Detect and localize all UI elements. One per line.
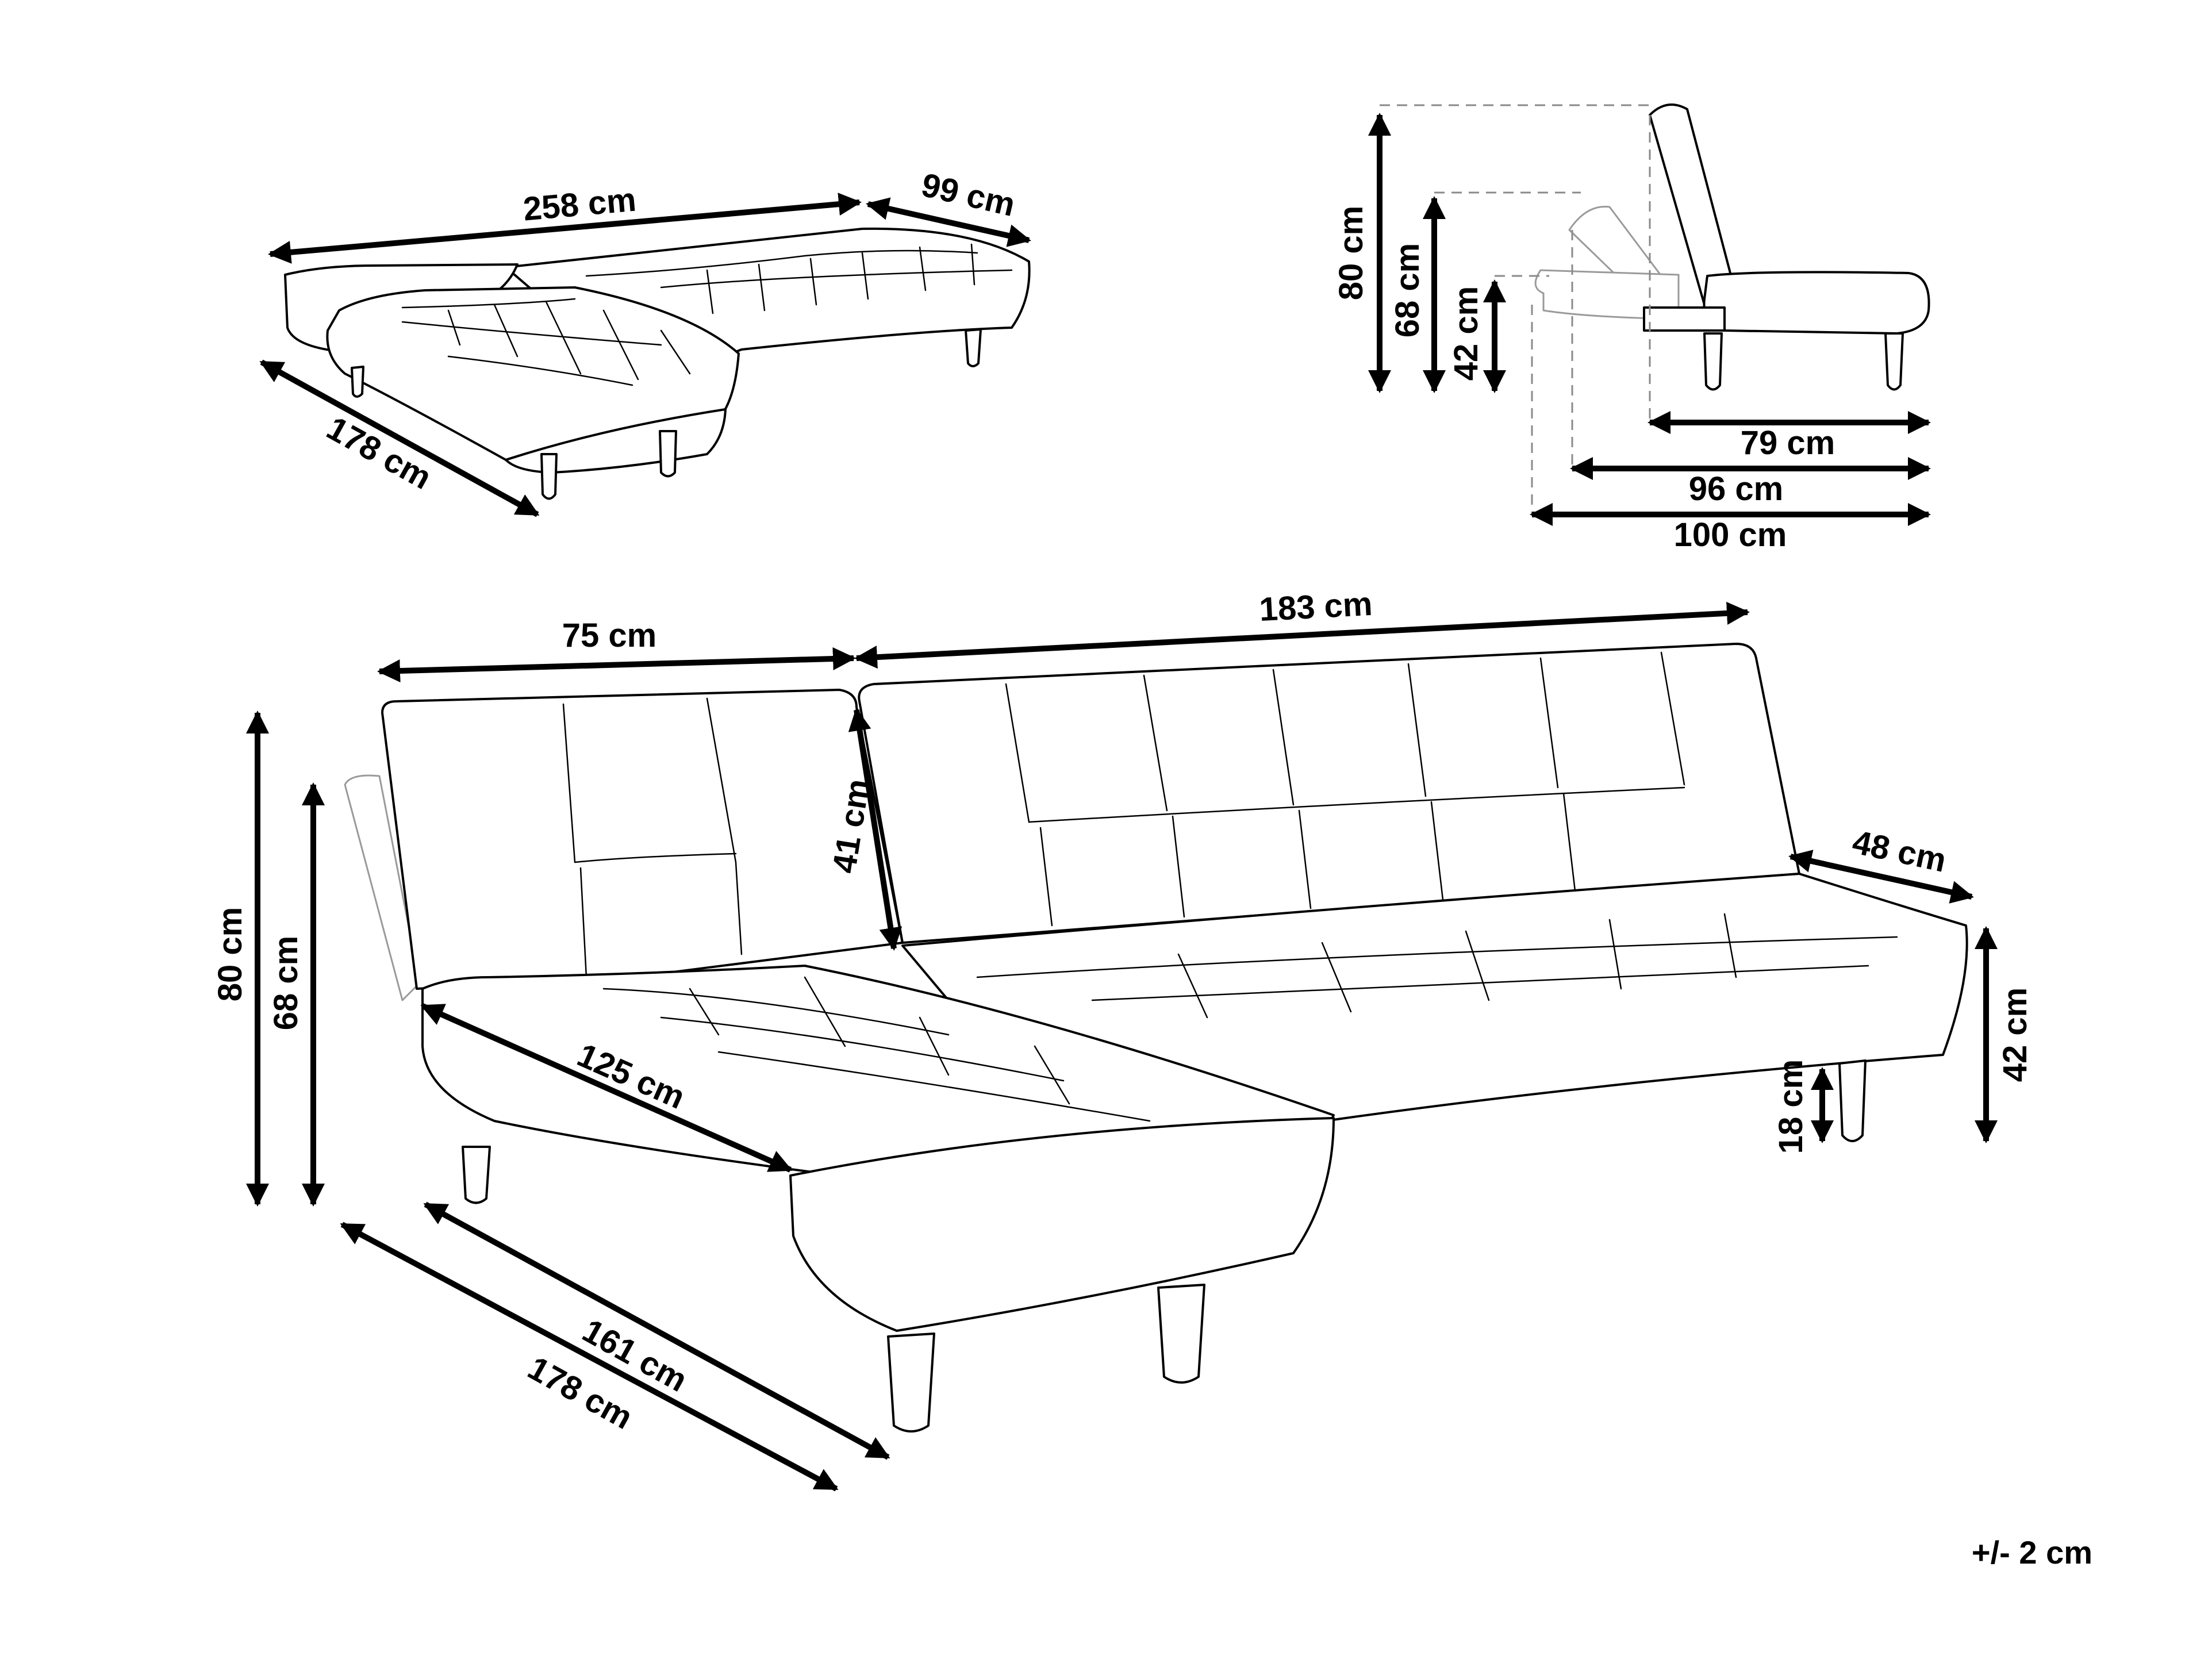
front-total-height-label: 80 cm	[212, 907, 249, 1001]
side-depth-mid-label: 96 cm	[1689, 470, 1783, 508]
side-height-back-label: 80 cm	[1332, 206, 1370, 300]
side-height-mid-label: 68 cm	[1389, 243, 1426, 337]
front-seat-height-label: 42 cm	[1996, 988, 2034, 1082]
top-depth-label: 99 cm	[918, 166, 1019, 224]
top-view-drawing	[259, 193, 1031, 517]
front-leg-height-label: 18 cm	[1772, 1059, 1810, 1154]
front-mid-height-label: 68 cm	[267, 936, 305, 1030]
front-chaise-width-label: 75 cm	[562, 617, 656, 654]
top-chaise-length-label: 178 cm	[321, 409, 438, 497]
front-sofa-width-label: 183 cm	[1258, 585, 1373, 628]
side-depth-seat-label: 79 cm	[1741, 424, 1835, 462]
tolerance-note: +/- 2 cm	[1972, 1534, 2092, 1570]
side-depth-full-label: 100 cm	[1674, 516, 1787, 554]
side-view-drawing	[1368, 103, 1931, 526]
side-height-seat-label: 42 cm	[1447, 286, 1485, 381]
front-view-drawing	[246, 601, 1998, 1492]
